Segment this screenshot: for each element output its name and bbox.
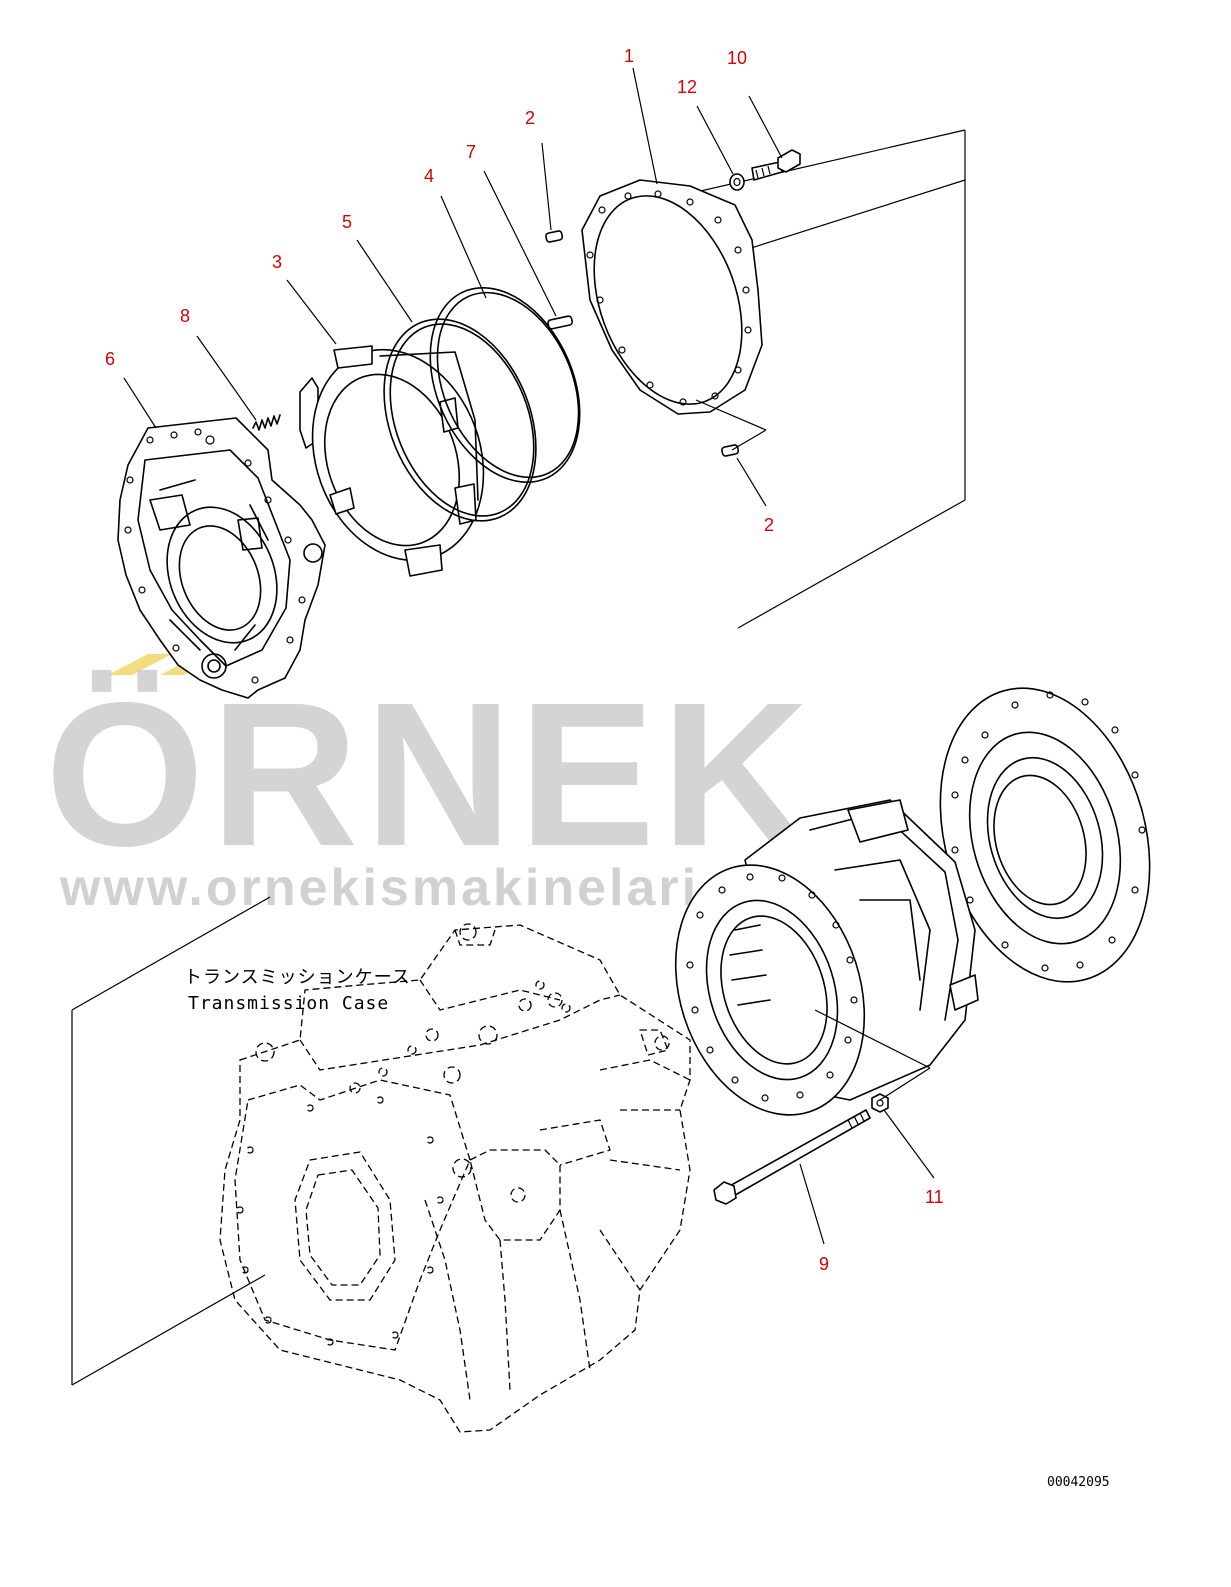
part-6-housing-plate [117, 417, 326, 699]
case-label-english: Transmission Case [188, 993, 389, 1014]
part-1-cover-ring [581, 179, 763, 415]
clutch-drum-assembly [674, 687, 1151, 1116]
callout-6: 6 [105, 349, 115, 369]
case-flange-bolts [236, 1096, 444, 1346]
callout-2-bottom: 2 [764, 515, 774, 535]
drawing-number: 00042095 [1047, 1475, 1110, 1490]
case-label-japanese: トランスミッションケース [184, 967, 411, 988]
drum-flange-bolt-holes [686, 691, 1146, 1102]
leader-lines [123, 67, 935, 1245]
part-9-long-bolt [713, 1109, 871, 1205]
watermark: ÖRNEK www.ornekismakinelari.com [45, 654, 829, 917]
part-2-dowel-pin-bottom [721, 444, 740, 457]
callout-8: 8 [180, 306, 190, 326]
part-3-clutch-plate [299, 345, 485, 577]
part-2-dowel-pin-top [545, 230, 564, 243]
lower-group-boundary [71, 896, 271, 1386]
cover-bolt-holes [586, 190, 752, 406]
case-bosses [255, 923, 670, 1203]
part-12-washer [729, 173, 745, 191]
callout-9: 9 [819, 1254, 829, 1274]
watermark-accent-mark [108, 654, 172, 675]
callout-5: 5 [342, 212, 352, 232]
callout-1: 1 [624, 46, 634, 66]
transmission-case-label: トランスミッションケース Transmission Case [184, 967, 411, 1014]
callout-3: 3 [272, 252, 282, 272]
part-5-o-ring [383, 318, 537, 522]
part-10-bolt [751, 149, 801, 181]
callout-12: 12 [677, 77, 697, 97]
callout-10: 10 [727, 48, 747, 68]
callout-7: 7 [466, 142, 476, 162]
part-4-seal-ring [429, 287, 581, 483]
watermark-brand: ÖRNEK [45, 660, 815, 889]
part-8-spring [252, 414, 281, 431]
transmission-case [219, 923, 691, 1433]
callout-labels: 1 10 12 2 7 4 5 3 8 6 2 11 9 [105, 46, 944, 1274]
callout-4: 4 [424, 166, 434, 186]
part-7-pin [547, 315, 574, 330]
callout-2-top: 2 [525, 108, 535, 128]
callout-11: 11 [925, 1187, 944, 1207]
housing-bolt-holes [124, 428, 306, 684]
